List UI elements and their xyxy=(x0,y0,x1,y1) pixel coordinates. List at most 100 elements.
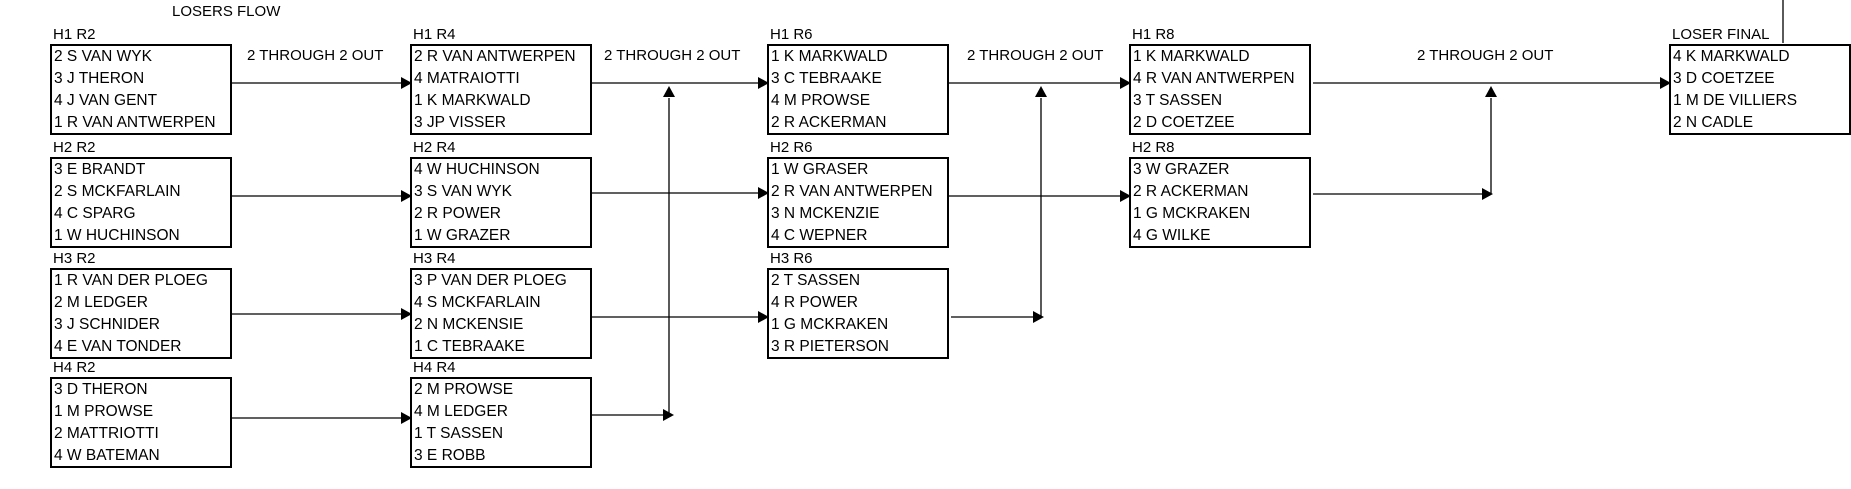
heat-entry: 1 R VAN DER PLOEG xyxy=(54,272,208,289)
heat-label: H1 R6 xyxy=(770,26,813,43)
heat-label: H3 R6 xyxy=(770,250,813,267)
heat-entry: 2 M LEDGER xyxy=(54,294,148,311)
heat-entry: 2 S VAN WYK xyxy=(54,48,152,65)
heat-entry: 2 R VAN ANTWERPEN xyxy=(771,183,933,200)
heat-box: 3 E BRANDT 2 S MCKFARLAIN 4 C SPARG 1 W HUC… xyxy=(50,157,232,248)
arrowhead-right-icon xyxy=(1482,188,1493,200)
arrowhead-right-icon xyxy=(401,308,412,320)
heat-box: 4 K MARKWALD 3 D COETZEE 1 M DE VILLIERS 2 … xyxy=(1669,44,1851,135)
heat-entry: 3 P VAN DER PLOEG xyxy=(414,272,567,289)
arrowhead-right-icon xyxy=(1120,190,1131,202)
flow-label-r8-final: 2 THROUGH 2 OUT xyxy=(1417,47,1554,64)
heat-entry: 4 R VAN ANTWERPEN xyxy=(1133,70,1295,87)
arrowhead-right-icon xyxy=(758,311,769,323)
heat-entry: 4 G WILKE xyxy=(1133,227,1211,244)
arrowhead-right-icon xyxy=(758,77,769,89)
heat-entry: 4 S MCKFARLAIN xyxy=(414,294,541,311)
heat-label: H2 R8 xyxy=(1132,139,1175,156)
heat-entry: 1 R VAN ANTWERPEN xyxy=(54,114,216,131)
heat-label: LOSER FINAL xyxy=(1672,26,1770,43)
flow-label-r6-r8: 2 THROUGH 2 OUT xyxy=(967,47,1104,64)
heat-box: 4 W HUCHINSON 3 S VAN WYK 2 R POWER 1 W GRA… xyxy=(410,157,592,248)
heat-entry: 2 D COETZEE xyxy=(1133,114,1235,131)
arrowhead-up-icon xyxy=(663,86,675,97)
flow-label-r4-r6: 2 THROUGH 2 OUT xyxy=(604,47,741,64)
heat-entry: 4 M PROWSE xyxy=(771,92,871,109)
arrowhead-right-icon xyxy=(758,187,769,199)
heat-entry: 1 W HUCHINSON xyxy=(54,227,180,244)
heat-label: H1 R8 xyxy=(1132,26,1175,43)
heat-entry: 2 R VAN ANTWERPEN xyxy=(414,48,576,65)
arrowhead-right-icon xyxy=(401,190,412,202)
heat-entry: 1 T SASSEN xyxy=(414,425,504,442)
heat-entry: 3 E BRANDT xyxy=(54,161,146,178)
heat-entry: 4 C WEPNER xyxy=(771,227,868,244)
heat-entry: 1 G MCKRAKEN xyxy=(1133,205,1251,222)
heat-entry: 3 JP VISSER xyxy=(414,114,506,131)
heat-entry: 2 R ACKERMAN xyxy=(771,114,887,131)
heat-entry: 1 K MARKWALD xyxy=(1133,48,1250,65)
heat-entry: 2 MATTRIOTTI xyxy=(54,425,159,442)
heat-entry: 2 N CADLE xyxy=(1673,114,1754,131)
arrowhead-right-icon xyxy=(1120,77,1131,89)
heat-label: H3 R2 xyxy=(53,250,96,267)
heat-entry: 2 R ACKERMAN xyxy=(1133,183,1249,200)
heat-box: 1 W GRASER 2 R VAN ANTWERPEN 3 N MCKENZIE 4… xyxy=(767,157,949,248)
heat-entry: 3 S VAN WYK xyxy=(414,183,512,200)
arrowhead-up-icon xyxy=(1485,86,1497,97)
heat-entry: 3 D COETZEE xyxy=(1673,70,1775,87)
heat-entry: 1 G MCKRAKEN xyxy=(771,316,889,333)
heat-entry: 4 R POWER xyxy=(771,294,858,311)
heat-entry: 2 N MCKENSIE xyxy=(414,316,524,333)
heat-entry: 4 MATRAIOTTI xyxy=(414,70,520,87)
heat-label: H2 R2 xyxy=(53,139,96,156)
flow-label-r2-r4: 2 THROUGH 2 OUT xyxy=(247,47,384,64)
heat-entry: 3 J THERON xyxy=(54,70,145,87)
heat-entry: 4 E VAN TONDER xyxy=(54,338,182,355)
heat-entry: 3 C TEBRAAKE xyxy=(771,70,882,87)
heat-entry: 4 M LEDGER xyxy=(414,403,508,420)
heat-entry: 3 J SCHNIDER xyxy=(54,316,160,333)
heat-label: H2 R6 xyxy=(770,139,813,156)
heat-entry: 1 W GRASER xyxy=(771,161,869,178)
arrowhead-right-icon xyxy=(1660,77,1671,89)
heat-box: 2 M PROWSE 4 M LEDGER 1 T SASSEN 3 E ROBB xyxy=(410,377,592,468)
heat-box: 3 D THERON 1 M PROWSE 2 MATTRIOTTI 4 W BATE… xyxy=(50,377,232,468)
heat-box: 2 T SASSEN 4 R POWER 1 G MCKRAKEN 3 R PIETE… xyxy=(767,268,949,359)
arrowhead-right-icon xyxy=(1033,311,1044,323)
heat-box: 1 K MARKWALD 3 C TEBRAAKE 4 M PROWSE 2 R AC… xyxy=(767,44,949,135)
heat-entry: 2 S MCKFARLAIN xyxy=(54,183,181,200)
heat-entry: 2 T SASSEN xyxy=(771,272,861,289)
heat-entry: 4 J VAN GENT xyxy=(54,92,158,109)
heat-entry: 3 D THERON xyxy=(54,381,148,398)
heat-box: 3 W GRAZER 2 R ACKERMAN 1 G MCKRAKEN 4 G WI… xyxy=(1129,157,1311,248)
heat-box: 1 K MARKWALD 4 R VAN ANTWERPEN 3 T SASSEN 2… xyxy=(1129,44,1311,135)
heat-entry: 1 W GRAZER xyxy=(414,227,511,244)
heat-label: H1 R2 xyxy=(53,26,96,43)
heat-entry: 1 M DE VILLIERS xyxy=(1673,92,1798,109)
heat-entry: 1 M PROWSE xyxy=(54,403,154,420)
heat-entry: 2 M PROWSE xyxy=(414,381,514,398)
heat-entry: 3 T SASSEN xyxy=(1133,92,1223,109)
heat-entry: 4 C SPARG xyxy=(54,205,136,222)
heat-entry: 3 W GRAZER xyxy=(1133,161,1230,178)
heat-entry: 3 N MCKENZIE xyxy=(771,205,880,222)
heat-label: H1 R4 xyxy=(413,26,456,43)
heat-entry: 3 R PIETERSON xyxy=(771,338,889,355)
heat-box: 2 S VAN WYK 3 J THERON 4 J VAN GENT 1 R VAN… xyxy=(50,44,232,135)
heat-entry: 1 K MARKWALD xyxy=(771,48,888,65)
heat-entry: 4 W BATEMAN xyxy=(54,447,160,464)
arrowhead-right-icon xyxy=(401,412,412,424)
heat-entry: 4 W HUCHINSON xyxy=(414,161,540,178)
arrowhead-right-icon xyxy=(401,77,412,89)
heat-label: H4 R4 xyxy=(413,359,456,376)
heat-entry: 2 R POWER xyxy=(414,205,501,222)
heat-entry: 1 C TEBRAAKE xyxy=(414,338,525,355)
heat-label: H3 R4 xyxy=(413,250,456,267)
diagram-title: LOSERS FLOW xyxy=(172,3,281,20)
heat-entry: 3 E ROBB xyxy=(414,447,486,464)
heat-label: H2 R4 xyxy=(413,139,456,156)
heat-entry: 4 K MARKWALD xyxy=(1673,48,1790,65)
heat-box: 3 P VAN DER PLOEG 4 S MCKFARLAIN 2 N MCKEN… xyxy=(410,268,592,359)
